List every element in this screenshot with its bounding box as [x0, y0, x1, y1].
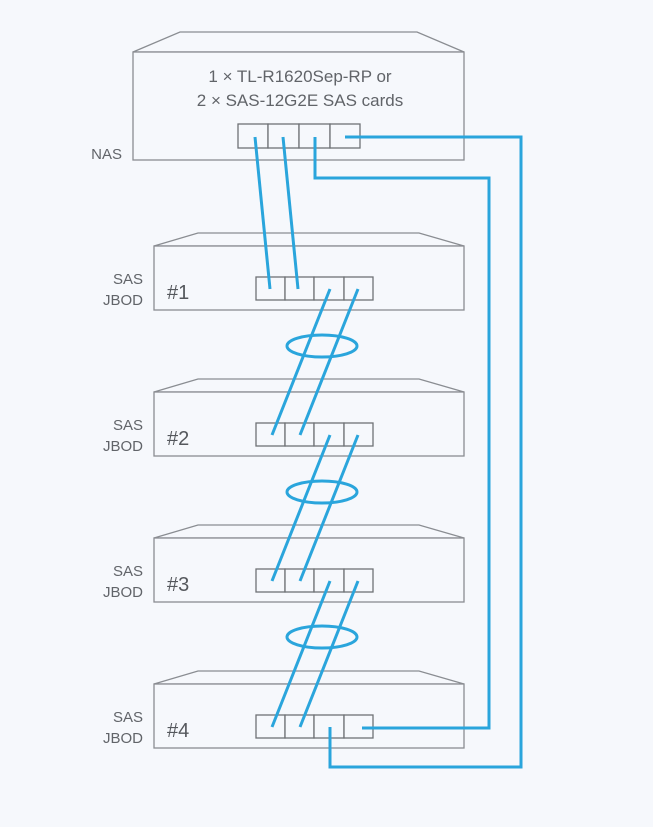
- jbod-3-port-4: [343, 568, 374, 593]
- jbod-2-port-4: [343, 422, 374, 447]
- jbod-3-port-3: [313, 568, 345, 593]
- jbod-4-port-1: [255, 714, 286, 739]
- jbod-2-ports: [255, 422, 374, 447]
- jbod-4-label-jbod: JBOD: [103, 730, 143, 747]
- jbod-1-port-4: [343, 276, 374, 301]
- jbod-2-port-1: [255, 422, 286, 447]
- jbod-2-label-sas: SAS: [113, 417, 143, 434]
- cable-nas-p1-jbod1-p1: [253, 136, 272, 290]
- nas-title-line1: 1 × TL-R1620Sep-RP or: [208, 67, 392, 86]
- jbod-4-number: #4: [167, 720, 189, 742]
- nas-ports: [237, 123, 361, 149]
- jbod-2: SAS JBOD #2: [103, 378, 465, 457]
- jbod-4: SAS JBOD #4: [103, 670, 465, 749]
- jbod-1-label-jbod: JBOD: [103, 292, 143, 309]
- cable-jbod2-p3-jbod3-p1: [270, 434, 332, 582]
- cable-nas-p2-jbod1-p2: [281, 136, 300, 290]
- jbod-1-port-3: [313, 276, 345, 301]
- jbod-2-label-jbod: JBOD: [103, 438, 143, 455]
- jbod-2-top: [153, 378, 465, 393]
- jbod-4-top: [153, 670, 465, 685]
- jbod-1-label-sas: SAS: [113, 271, 143, 288]
- jbod-1-port-2: [284, 276, 315, 301]
- jbod-3-label-jbod: JBOD: [103, 584, 143, 601]
- jbod-2-number: #2: [167, 428, 189, 450]
- cable-jbod1-p4-jbod2-p2: [298, 288, 360, 436]
- cable-bundle-ring-1-2: [285, 333, 359, 359]
- nas-title-line2: 2 × SAS-12G2E SAS cards: [197, 91, 403, 110]
- nas-label: NAS: [91, 146, 122, 163]
- nas-port-1: [237, 123, 269, 149]
- jbod-3-label-sas: SAS: [113, 563, 143, 580]
- cable-nas-p3-jbod4-p4: [313, 137, 491, 730]
- cable-nas-p4-jbod4-p3: [328, 135, 523, 769]
- cable-jbod1-p3-jbod2-p1: [270, 288, 332, 436]
- cable-jbod2-p4-jbod3-p2: [298, 434, 360, 582]
- nas-top: [132, 31, 465, 53]
- jbod-2-port-3: [313, 422, 345, 447]
- cable-bundle-ring-3-4: [285, 624, 359, 650]
- jbod-3-number: #3: [167, 574, 189, 596]
- jbod-1-number: #1: [167, 282, 189, 304]
- jbod-3-port-1: [255, 568, 286, 593]
- cable-jbod3-p4-jbod4-p2: [298, 580, 360, 728]
- jbod-4-label-sas: SAS: [113, 709, 143, 726]
- jbod-3: SAS JBOD #3: [103, 524, 465, 603]
- jbod-1: SAS JBOD #1: [103, 232, 465, 311]
- cable-jbod3-p3-jbod4-p1: [270, 580, 332, 728]
- cable-bundle-ring-2-3: [285, 479, 359, 505]
- nas-enclosure: 1 × TL-R1620Sep-RP or 2 × SAS-12G2E SAS …: [91, 31, 465, 163]
- jbod-1-top: [153, 232, 465, 247]
- jbod-3-top: [153, 524, 465, 539]
